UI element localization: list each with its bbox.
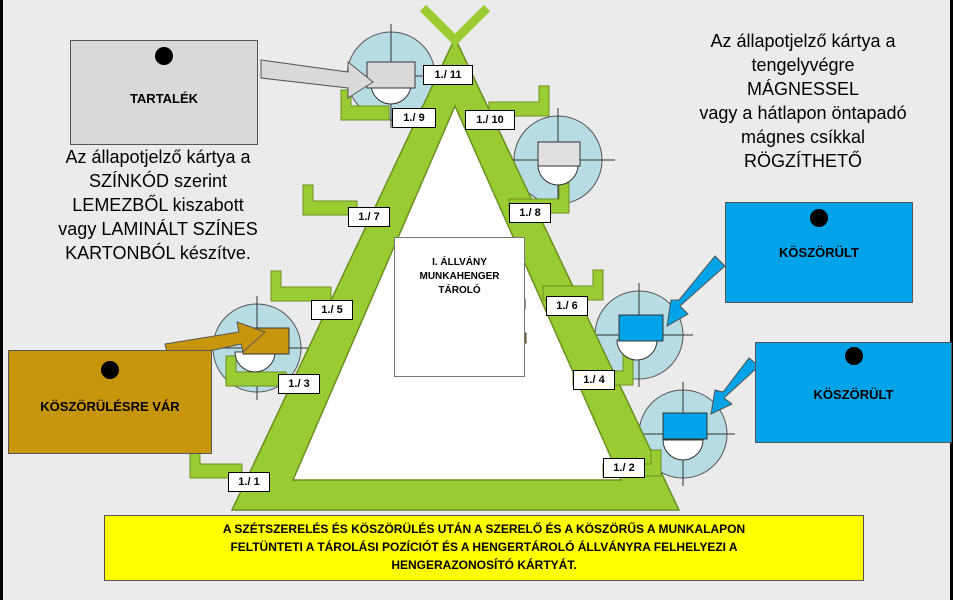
position-label-9: 1./ 9 [392,108,436,128]
position-label-11: 1./ 11 [423,65,473,85]
reserve-card-hole-icon [155,47,173,65]
position-label-5: 1./ 5 [311,300,353,320]
roll-cap-11 [370,83,412,105]
rack-legend-box: I. ÁLLVÁNY MUNKAHENGER TÁROLÓ [394,237,525,377]
rack-title-line-2: MUNKAHENGER [419,271,500,282]
ground-arrow-1 [666,255,726,327]
right-note-line-5: mágnes csíkkal [740,127,866,147]
rack-top-v [419,4,491,47]
right-note: Az állapotjelző kártya a tengelyvégre MÁ… [668,29,938,173]
right-note-line-4: vagy a hátlapon öntapadó [699,103,907,123]
ground-arrow-2 [710,357,760,415]
ground-card-2-hole-icon [844,347,863,365]
roll-11-card-gray [366,61,416,89]
rack-title-line-1: I. ÁLLVÁNY [432,257,487,268]
waiting-card: KÖSZÖRÜLÉSRE VÁR [8,350,212,454]
roll-cap-3 [234,351,276,373]
position-label-1: 1./ 1 [228,472,270,492]
left-note: Az állapotjelző kártya a SZÍNKÓD szerint… [23,145,293,265]
left-brackets [189,89,390,479]
right-note-line-6: RÖGZÍTHETŐ [744,151,862,171]
ground-card-2: KÖSZÖRÜLT [755,342,952,443]
position-label-8: 1./ 8 [509,203,551,223]
waiting-card-label: KÖSZÖRÜLÉSRE VÁR [40,399,180,414]
rack-title-line-3: TÁROLÓ [438,285,481,296]
reserve-arrow [260,59,374,99]
reserve-card: TARTALÉK [70,40,258,145]
left-note-line-2: SZÍNKÓD szerint [88,171,228,191]
roll-4-card-blue [618,314,664,342]
footer-instruction: A SZÉTSZERELÉS ÉS KÖSZÖRÜLÉS UTÁN A SZER… [104,515,864,581]
roll-cap-4 [616,339,658,361]
position-label-2: 1./ 2 [603,458,645,478]
footer-line-2: FELTÜNTETI A TÁROLÁSI POZÍCIÓT ÉS A HENG… [230,540,738,554]
position-label-7: 1./ 7 [348,207,390,227]
right-note-line-2: tengelyvégre [751,55,855,75]
waiting-card-hole-icon [101,361,119,379]
roll-2-card-blue [662,412,708,440]
ground-card-1-label: KÖSZÖRÜLT [779,245,859,260]
ground-card-1-hole-icon [810,209,828,227]
position-label-6: 1./ 6 [546,296,588,316]
ground-card-2-label: KÖSZÖRÜLT [813,387,894,402]
right-note-line-3: MÁGNESSEL [746,79,860,99]
position-label-4: 1./ 4 [573,370,615,390]
position-label-10: 1./ 10 [465,110,515,130]
roll-cap-8 [537,141,581,186]
left-note-line-3: LEMEZBŐL kiszabott [72,195,244,215]
reserve-card-label: TARTALÉK [129,91,199,106]
roll-cap-2 [662,439,704,461]
right-note-line-1: Az állapotjelző kártya a [710,31,896,51]
left-note-line-5: KARTONBÓL készítve. [65,243,251,263]
rack-title: I. ÁLLVÁNY MUNKAHENGER TÁROLÓ [395,256,524,298]
left-note-line-4: vagy LAMINÁLT SZÍNES [58,219,258,239]
position-label-3: 1./ 3 [278,374,320,394]
footer-line-1: A SZÉTSZERELÉS ÉS KÖSZÖRÜLÉS UTÁN A SZER… [222,522,746,536]
ground-card-1: KÖSZÖRÜLT [725,202,913,303]
footer-line-3: HENGERAZONOSÍTÓ KÁRTYÁT. [391,558,577,572]
left-note-line-1: Az állapotjelző kártya a [65,147,251,167]
